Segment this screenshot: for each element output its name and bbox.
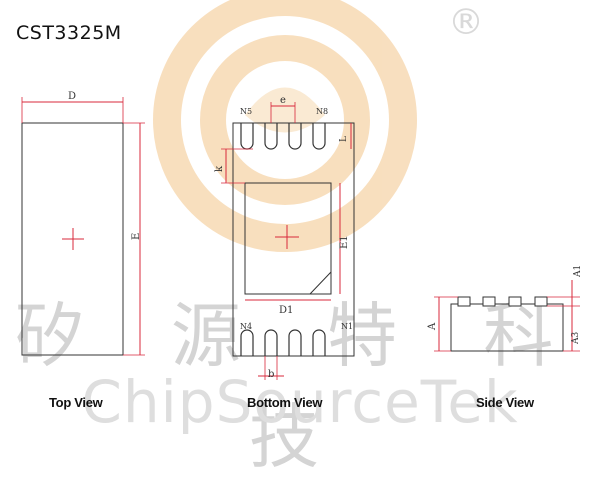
pad-bottom-1 xyxy=(240,329,254,356)
top-view: D E xyxy=(21,91,145,356)
top-view-body xyxy=(21,122,124,356)
package-drawing: ® 矽 源 特 科 技 ChipSourceTek CST3325M D E xyxy=(15,0,583,478)
bottom-view: e L k E1 D1 b N5 N8 N4 N1 xyxy=(214,95,355,380)
pad-top-4 xyxy=(312,123,326,150)
dim-k-label: k xyxy=(214,165,225,172)
bottom-view-body xyxy=(232,122,355,357)
exposed-pad-chamfer xyxy=(309,271,332,295)
pad-top-1 xyxy=(240,123,254,150)
bottom-view-label: Bottom View xyxy=(247,395,323,410)
dim-d1-label: D1 xyxy=(279,305,293,316)
side-view-label: Side View xyxy=(476,395,534,410)
dim-a-label: A xyxy=(427,322,438,331)
side-view-body xyxy=(450,303,564,352)
logo-watermark-icon xyxy=(153,0,417,252)
pad-bottom-3 xyxy=(288,329,302,356)
pin-label-n4: N4 xyxy=(240,322,252,331)
pad-top-2 xyxy=(264,123,278,150)
dim-d-label: D xyxy=(68,91,76,102)
dim-l-label: L xyxy=(339,136,349,142)
side-pad-4 xyxy=(534,296,548,307)
registered-mark: ® xyxy=(448,2,484,43)
exposed-pad xyxy=(244,182,332,295)
pad-top-3 xyxy=(288,123,302,150)
pin-label-n8: N8 xyxy=(316,107,328,116)
dim-e1-label: E1 xyxy=(339,235,350,249)
dim-e-label: E xyxy=(131,233,142,240)
dim-a1-label: A1 xyxy=(573,265,583,278)
drawing-canvas: D E xyxy=(21,91,583,380)
top-view-label: Top View xyxy=(49,395,103,410)
pad-bottom-4 xyxy=(312,329,326,356)
side-pad-1 xyxy=(457,296,471,307)
watermark-english: ChipSourceTek xyxy=(81,368,519,436)
part-number: CST3325M xyxy=(16,22,122,44)
pin-label-n5: N5 xyxy=(240,107,252,116)
pin-label-n1: N1 xyxy=(341,322,353,331)
dim-a3-label: A3 xyxy=(571,332,581,345)
side-pad-3 xyxy=(508,296,522,307)
dim-b-label: b xyxy=(268,369,274,380)
side-pad-2 xyxy=(482,296,496,307)
side-view: A A1 A3 xyxy=(427,265,583,352)
pad-bottom-2 xyxy=(264,329,278,356)
dim-e-pitch-label: e xyxy=(280,95,286,106)
